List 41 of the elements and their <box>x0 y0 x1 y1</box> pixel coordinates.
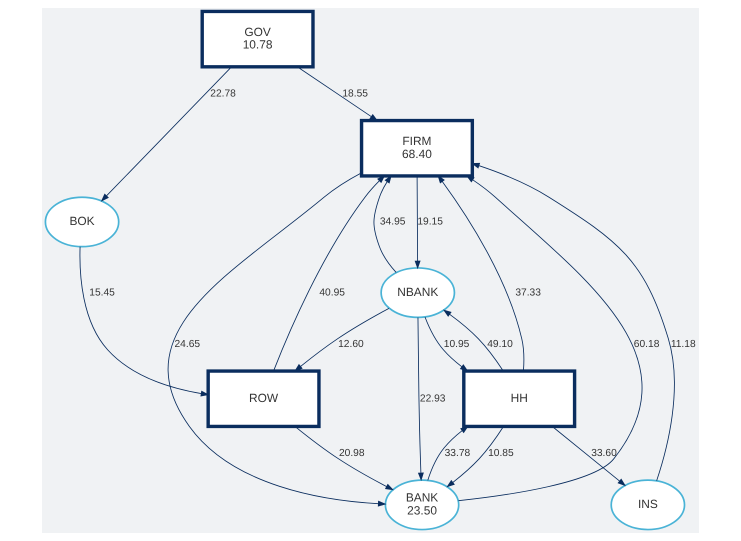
edge-label: 11.18 <box>670 338 696 350</box>
edge-label: 33.78 <box>444 448 470 459</box>
arrow <box>442 310 504 372</box>
node-box: ROW <box>206 369 321 428</box>
arrow <box>100 66 232 202</box>
arrow <box>294 308 390 372</box>
arrow <box>297 66 378 122</box>
edge-label: 60.18 <box>634 338 660 350</box>
arrow <box>418 317 424 482</box>
arrow <box>273 175 386 372</box>
arrow <box>437 174 524 372</box>
arrow <box>374 174 397 273</box>
arrow <box>168 172 387 507</box>
arrow <box>458 175 642 502</box>
edge-label: 12.60 <box>338 338 364 350</box>
edge-label: 18.55 <box>342 88 368 100</box>
edge-label: 10.85 <box>488 448 514 459</box>
arrow <box>552 426 626 486</box>
edge-label: 34.95 <box>380 216 406 228</box>
arrow <box>294 426 394 490</box>
arrow <box>446 426 504 488</box>
arrow <box>414 176 421 270</box>
node-box: HH <box>462 369 576 428</box>
node-box: FIRM 68.40 <box>360 118 474 178</box>
edge-label: 22.78 <box>210 88 236 100</box>
edge-label: 19.15 <box>417 216 443 228</box>
edge-label: 10.95 <box>444 338 470 350</box>
edge-label: 24.65 <box>174 338 200 350</box>
arrow <box>471 162 675 482</box>
arrow <box>80 246 210 396</box>
node-ellipse: BOK <box>44 196 120 248</box>
edge-label: 49.10 <box>487 338 513 350</box>
edge-label: 20.98 <box>338 448 365 459</box>
edge-label: 15.45 <box>89 287 115 298</box>
node-box: GOV 10.78 <box>200 10 315 69</box>
arrow <box>427 426 469 481</box>
edge-label: 40.95 <box>319 287 345 298</box>
edge-label: 33.60 <box>591 448 617 459</box>
edge-label: 37.33 <box>515 287 541 298</box>
arrow <box>424 316 468 372</box>
edge-label: 22.93 <box>420 393 446 404</box>
